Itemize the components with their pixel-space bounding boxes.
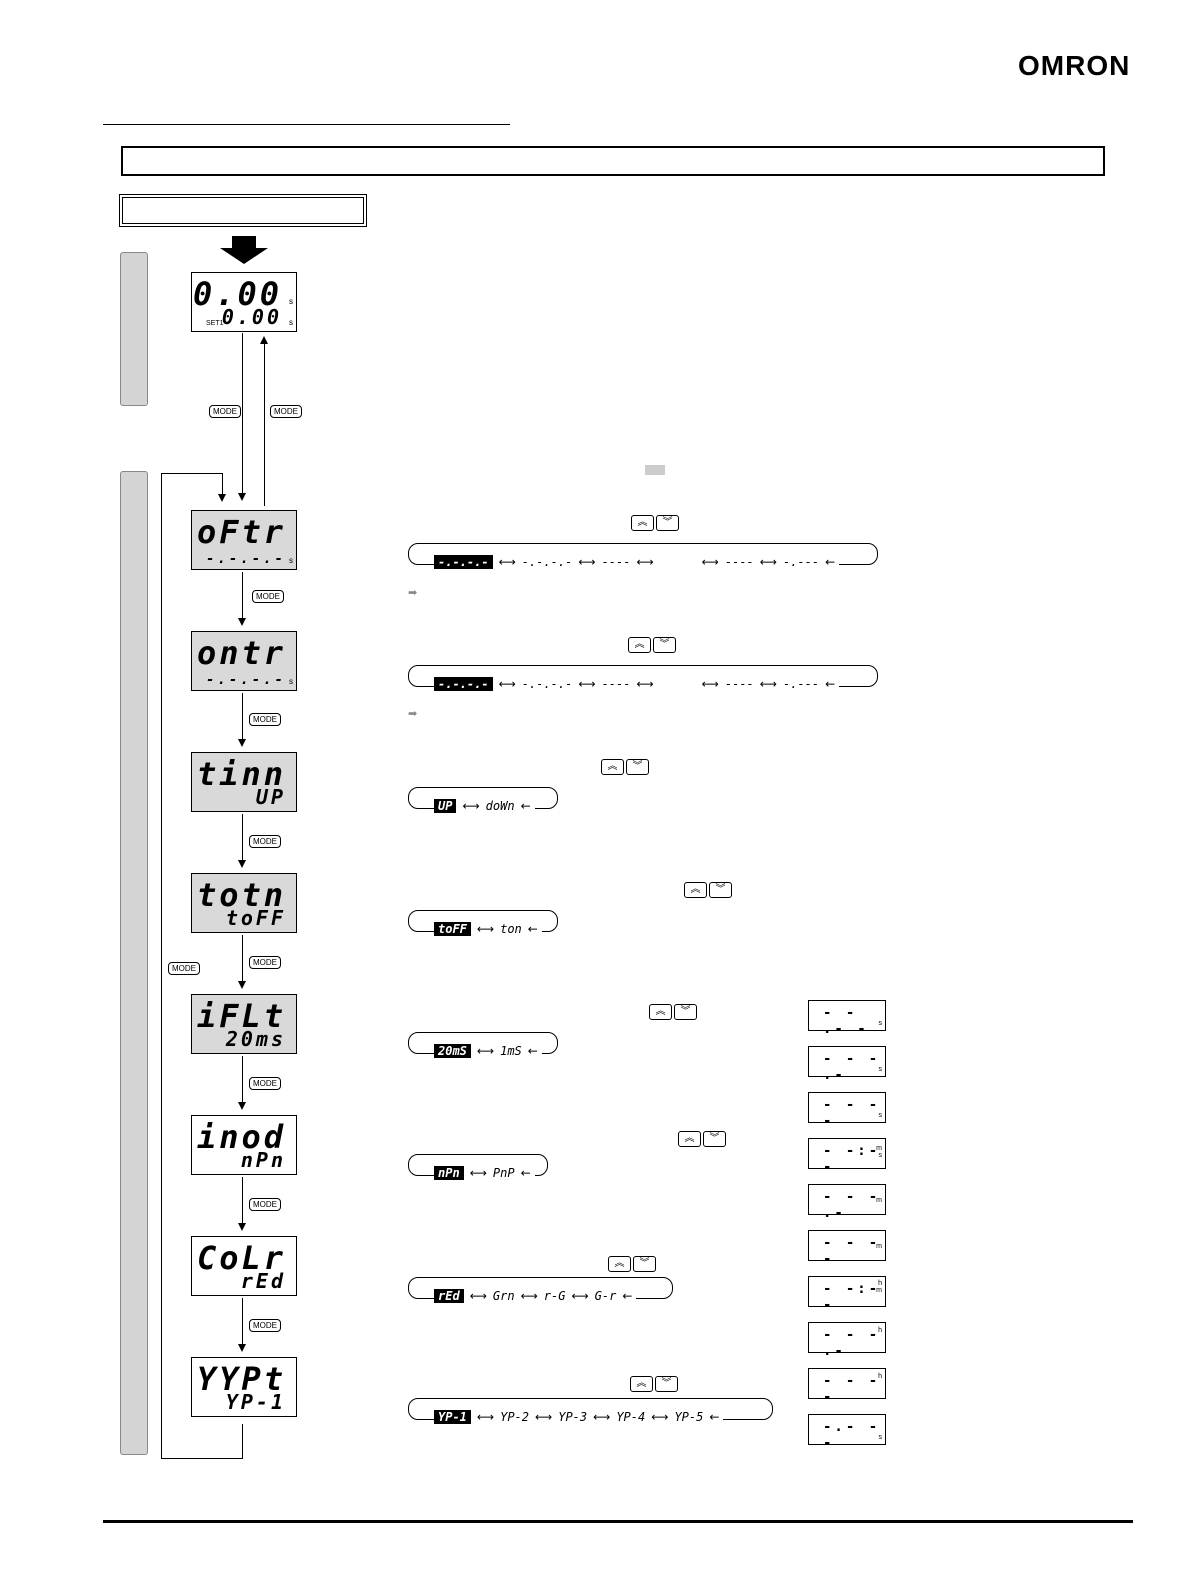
up-key[interactable]: ︽: [678, 1131, 701, 1147]
mode-key-3[interactable]: MODE: [249, 835, 281, 848]
note-arrow-icon: ➡: [408, 708, 418, 720]
up-key[interactable]: ︽: [649, 1004, 672, 1020]
sub-banner: [119, 194, 367, 227]
updown-keys-key-protect[interactable]: ︽ ︾: [630, 1376, 678, 1392]
param-display-totn: totn toFF: [191, 873, 297, 933]
up-key[interactable]: ︽: [630, 1376, 653, 1392]
selected-option[interactable]: 20mS: [434, 1044, 471, 1058]
mode-key-2[interactable]: MODE: [249, 713, 281, 726]
down-key[interactable]: ︾: [703, 1131, 726, 1147]
option-row-timer-mode: UP ⟷doWn ←: [434, 799, 535, 813]
up-key[interactable]: ︽: [684, 882, 707, 898]
time-range-display: - - - .-m: [808, 1184, 886, 1221]
start-arrow-icon: [220, 236, 268, 264]
param-display-iflt: iFLt 20ms: [191, 994, 297, 1054]
mode-key-4[interactable]: MODE: [249, 956, 281, 969]
param-display-inod: inod nPn: [191, 1115, 297, 1175]
time-range-display: - - - .-h: [808, 1322, 886, 1359]
down-key[interactable]: ︾: [633, 1256, 656, 1272]
option-row-input-type: nPn ⟷PnP ←: [434, 1166, 535, 1180]
down-key[interactable]: ︾: [655, 1376, 678, 1392]
up-key[interactable]: ︽: [608, 1256, 631, 1272]
param-display-tinn: tinn UP: [191, 752, 297, 812]
run-mode-bar: [120, 252, 148, 406]
footer-rule: [103, 1520, 1133, 1523]
up-key[interactable]: ︽: [601, 759, 624, 775]
option-row-oftr: -.-.-.- ⟷-.-.-.- ⟷---- ⟷ ⟷---- ⟷-.--- ←: [434, 555, 840, 569]
time-range-display: - -:- -h m: [808, 1276, 886, 1313]
time-range-display: -.- - -s: [808, 1414, 886, 1451]
time-range-display: - -:- -m s: [808, 1138, 886, 1175]
updown-keys-oftr[interactable]: ︽ ︾: [631, 515, 679, 531]
mode-key-5[interactable]: MODE: [249, 1077, 281, 1090]
time-range-display: - - .- -s: [808, 1000, 886, 1037]
selected-option[interactable]: -.-.-.-: [434, 555, 493, 569]
selected-option[interactable]: UP: [434, 799, 457, 813]
mode-key-up[interactable]: MODE: [270, 405, 302, 418]
mode-key-return[interactable]: MODE: [168, 962, 200, 975]
updown-keys-output-mode[interactable]: ︽ ︾: [684, 882, 732, 898]
updown-keys-input-filter[interactable]: ︽ ︾: [649, 1004, 697, 1020]
param-display-ontr: ontr -.-.-.- s: [191, 631, 297, 691]
time-range-display: - - - -s: [808, 1092, 886, 1129]
down-key[interactable]: ︾: [626, 759, 649, 775]
selected-option[interactable]: nPn: [434, 1166, 464, 1180]
down-key[interactable]: ︾: [674, 1004, 697, 1020]
up-key[interactable]: ︽: [628, 637, 651, 653]
option-row-ontr: -.-.-.- ⟷-.-.-.- ⟷---- ⟷ ⟷---- ⟷-.--- ←: [434, 677, 840, 691]
section-banner: [121, 146, 1105, 176]
down-key[interactable]: ︾: [709, 882, 732, 898]
selected-option[interactable]: rEd: [434, 1289, 464, 1303]
down-key[interactable]: ︾: [656, 515, 679, 531]
param-display-yypt: YYPt YP-1: [191, 1357, 297, 1417]
option-row-color: rEd ⟷Grn ⟷r-G ⟷G-r ←: [434, 1289, 637, 1303]
mode-key-down[interactable]: MODE: [209, 405, 241, 418]
updown-keys-color[interactable]: ︽ ︾: [608, 1256, 656, 1272]
selected-option[interactable]: YP-1: [434, 1410, 471, 1424]
mode-key-6[interactable]: MODE: [249, 1198, 281, 1211]
option-row-output-mode: toFF ⟷ton ←: [434, 922, 542, 936]
option-row-input-filter: 20mS ⟷1mS ←: [434, 1044, 542, 1058]
up-key[interactable]: ︽: [631, 515, 654, 531]
header-rule: [103, 124, 510, 125]
note-arrow-icon: ➡: [408, 587, 418, 599]
updown-keys-ontr[interactable]: ︽ ︾: [628, 637, 676, 653]
legend-swatch: [645, 465, 665, 475]
omron-logo: OMRON: [1018, 50, 1131, 81]
time-range-display: - - - -h: [808, 1368, 886, 1405]
updown-keys-timer-mode[interactable]: ︽ ︾: [601, 759, 649, 775]
function-setting-bar: [120, 471, 148, 1455]
option-row-key-protect: YP-1 ⟷YP-2 ⟷YP-3 ⟷YP-4 ⟷YP-5 ←: [434, 1410, 724, 1424]
selected-option[interactable]: -.-.-.-: [434, 677, 493, 691]
run-display: 0.00 s 0.00 s SET1: [191, 272, 297, 332]
mode-key-1[interactable]: MODE: [252, 590, 284, 603]
time-range-display: - - - .-s: [808, 1046, 886, 1083]
param-display-oftr: oFtr -.-.-.- s: [191, 510, 297, 570]
down-key[interactable]: ︾: [653, 637, 676, 653]
updown-keys-input-type[interactable]: ︽ ︾: [678, 1131, 726, 1147]
mode-key-7[interactable]: MODE: [249, 1319, 281, 1332]
selected-option[interactable]: toFF: [434, 922, 471, 936]
time-range-display: - - - -m: [808, 1230, 886, 1267]
param-display-colr: CoLr rEd: [191, 1236, 297, 1296]
